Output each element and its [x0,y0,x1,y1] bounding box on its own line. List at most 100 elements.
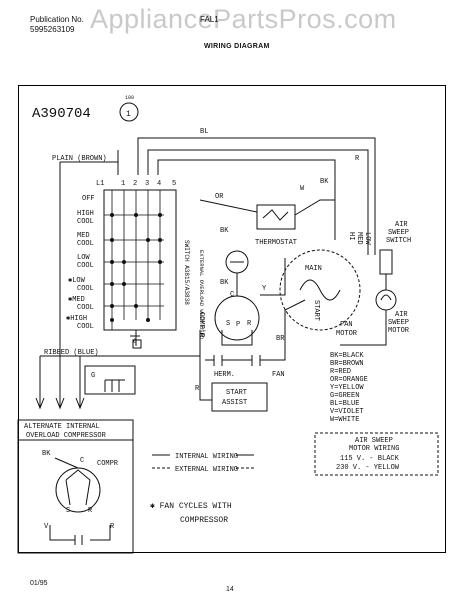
comp-c: C [230,291,234,299]
color-legend: BK=BLACK BR=BROWN R=RED OR=ORANGE Y=YELL… [330,352,368,424]
wire-bl [137,137,376,255]
legend-or: OR=ORANGE [330,376,368,384]
alt-c: C [80,457,84,465]
wire-air-sweep [340,274,387,346]
footer-page: 14 [226,586,234,593]
wire-label-w: W [300,185,305,193]
air-sweep-switch-box [379,249,393,275]
circle-number: 1 [126,110,131,119]
thermostat-label: THERMOSTAT [255,239,297,247]
publication-number: 5995263109 [30,25,75,34]
fan-hi: HI [347,232,355,240]
wire-label-r: R [355,155,360,163]
alt-s: S [66,507,70,515]
footer-date: 01/95 [30,580,48,587]
legend-br: BR=BROWN [330,360,364,368]
wire-label-bk: BK [320,178,329,186]
legend-bk: BK=BLACK [330,352,364,360]
pos-low-cool: COOL [77,262,94,270]
publication-label: Publication No. [30,15,84,24]
wire-label-br: BR [276,335,285,343]
switch-contacts [110,213,162,322]
air-sweep-motor-symbol [380,294,392,301]
pos-star-high-cool: COOL [77,323,94,331]
fan-med: MED [355,232,363,245]
diagram-frame [18,85,446,553]
terminal-4: 4 [157,180,161,188]
switch-bottom-label: 6 [133,338,137,345]
terminal-1: 1 [121,180,125,188]
pos-high: HIGH [77,210,94,218]
legend-g: G=GREEN [330,392,359,400]
fan-motor-label-1: FAN [340,321,353,329]
switch-position-labels: OFF HIGH COOL MED COOL LOW COOL ✱LOW COO… [66,195,95,331]
pos-off: OFF [82,195,95,203]
comp-s: S [226,320,230,328]
wire-label-bk3: BK [220,279,229,287]
connector-block [132,339,142,349]
alt-r2: R [110,523,115,531]
fan-label: FAN [272,371,285,379]
external-wiring-label: EXTERNAL WIRING [175,466,238,474]
overload-label: EXTERNAL OVERLOAD WHEN USED [198,250,205,340]
arrow-heads [35,397,85,410]
terminal-2: 2 [133,180,137,188]
switch-grid [104,190,164,330]
wire-switch-bottom [130,330,140,346]
fan-main: MAIN [305,265,322,273]
start-assist-label-2: ASSIST [222,399,247,407]
air-sweep-title: AIR SWEEP [355,437,393,445]
wire-r [147,149,369,255]
legend-w: W=WHITE [330,416,359,424]
fan-start: START [312,300,320,321]
compressor-label: COMP'R [197,312,205,338]
pos-low: LOW [77,254,90,262]
alt-bk: BK [42,450,51,458]
alt-windings [65,469,91,506]
thermostat-box [256,204,296,230]
pos-star-high: ✱HIGH [66,315,87,323]
fan-motor-label-2: MOTOR [336,330,358,338]
comp-p: P [236,321,240,329]
wire-w [157,159,336,240]
alternate-title2: OVERLOAD COMPRESSOR [26,432,107,440]
air-sweep-wiring-box [314,432,439,476]
watermark: AppliancePartsPros.com [90,4,397,34]
legend-r: R=RED [330,368,351,376]
start-assist-label-1: START [226,389,247,397]
pos-med: MED [77,232,90,240]
pos-star-low: ✱LOW [68,277,86,285]
fan-low: LOW [363,232,371,245]
air-sweep-sub: MOTOR WIRING [349,445,399,453]
circle-top-label: 100 [125,95,134,101]
model-fragment: FAL1 [200,15,219,24]
air-sweep-115: 115 V. - BLACK [340,455,400,463]
air-sweep-motor-2: SWEEP [388,319,409,327]
ground-symbol [104,379,125,392]
start-assist-box [211,382,268,412]
pos-star-low-cool: COOL [77,285,94,293]
fan-cycles-note: ✱ FAN CYCLES WITH [150,502,232,511]
terminal-row: L1 1 2 3 4 5 [96,180,176,188]
plain-label: PLAIN (BROWN) [52,155,107,163]
air-sweep-motor-1: AIR [395,311,408,319]
thermostat-symbol [262,209,289,221]
terminal-5: 5 [172,180,176,188]
number-circle [119,102,139,122]
fan-motor-circle [279,249,361,331]
internal-wiring-label: INTERNAL WIRING [175,453,238,461]
air-sweep-motor-circle [375,289,397,311]
air-sweep-switch-1: AIR [395,221,408,229]
wire-thermo [199,199,335,216]
wire-r-left [199,330,212,401]
fan-winding [299,279,341,301]
page-title: WIRING DIAGRAM [204,43,270,50]
wire-label-r-left: R [195,385,200,393]
switch-label: SWITCH A3815/A3838 [183,240,190,305]
terminal-l1: L1 [96,180,104,188]
wire-label-bl: BL [200,128,208,136]
terminal-3: 3 [145,180,149,188]
arrow-brown [55,330,65,410]
wire-label-or: OR [215,193,224,201]
diagram-id: A390704 [32,106,91,122]
